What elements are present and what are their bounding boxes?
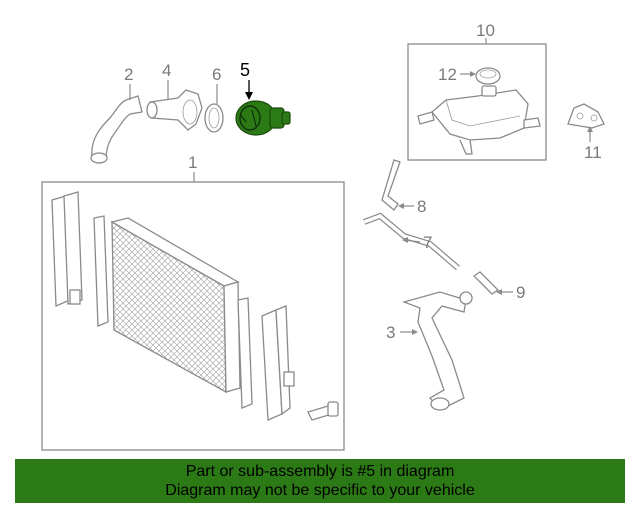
part-12-reservoir-cap[interactable] xyxy=(475,67,501,85)
part-11-bracket[interactable] xyxy=(567,103,605,129)
callout-2[interactable]: 2 xyxy=(124,65,133,84)
part-3-hose[interactable] xyxy=(401,291,473,411)
info-banner: Part or sub-assembly is #5 in diagram Di… xyxy=(15,459,625,503)
part-1-radiator[interactable] xyxy=(51,191,339,421)
part-6-gasket[interactable] xyxy=(204,103,224,133)
callout-4[interactable]: 4 xyxy=(162,61,171,80)
callout-7[interactable]: 7 xyxy=(423,233,432,252)
part-2-hose[interactable] xyxy=(90,95,143,164)
callout-6[interactable]: 6 xyxy=(212,65,221,84)
part-7-pipe[interactable] xyxy=(362,212,460,271)
radiator-box xyxy=(41,181,345,451)
part-9-hose[interactable] xyxy=(472,271,500,295)
callout-8[interactable]: 8 xyxy=(417,197,426,216)
callout-10[interactable]: 10 xyxy=(476,21,495,40)
callout-5[interactable]: 5 xyxy=(240,60,250,80)
part-4-water-outlet[interactable] xyxy=(146,89,203,131)
reservoir-box xyxy=(407,43,547,161)
callout-11[interactable]: 11 xyxy=(584,143,602,162)
banner-line-2: Diagram may not be specific to your vehi… xyxy=(165,482,475,499)
banner-line-1: Part or sub-assembly is #5 in diagram xyxy=(185,463,455,480)
callout-1[interactable]: 1 xyxy=(188,153,197,172)
callout-9[interactable]: 9 xyxy=(516,283,525,302)
parts-diagram: 2 4 6 5 10 12 xyxy=(41,21,605,451)
part-5-thermostat[interactable] xyxy=(235,100,291,136)
part-10-reservoir[interactable] xyxy=(417,85,541,155)
callout-12[interactable]: 12 xyxy=(438,65,457,84)
part-8-hose[interactable] xyxy=(381,159,401,211)
callout-3[interactable]: 3 xyxy=(386,323,395,342)
